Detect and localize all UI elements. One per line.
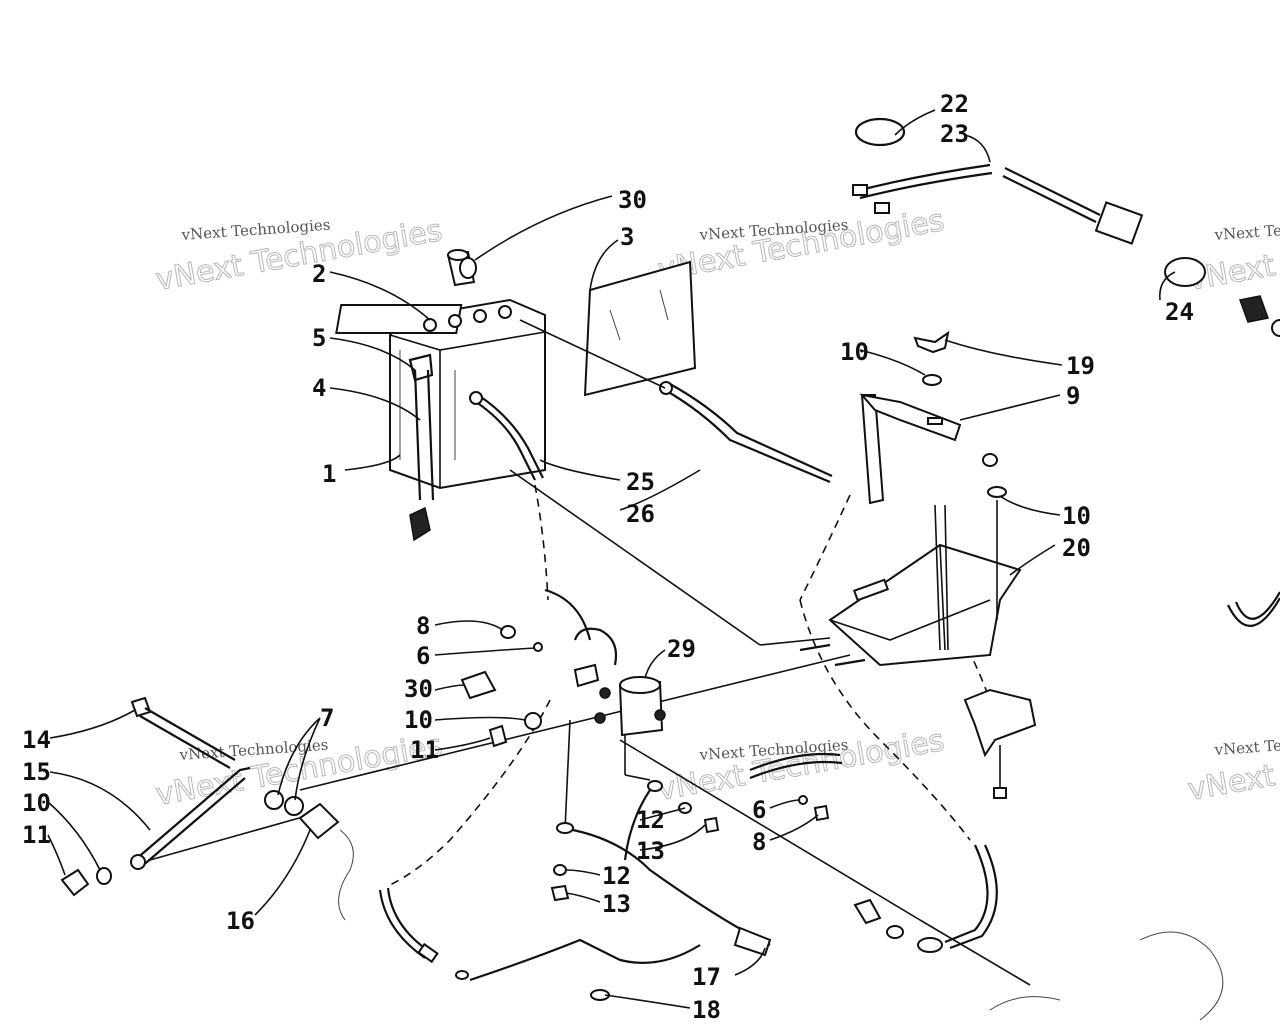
callout-12-upper: 12 [636,806,665,834]
battery [335,298,546,490]
callout-17: 17 [692,963,721,991]
callout-1: 1 [322,460,336,488]
ground-cable [853,844,1224,1021]
callout-labels: 30 3 2 5 4 1 25 26 22 23 24 10 19 9 10 2… [22,90,1194,1024]
callout-3: 3 [620,223,634,251]
leader-lines [47,109,1176,1009]
callout-8-left: 8 [416,612,430,640]
right-edge-parts [1227,319,1280,627]
bracket [859,330,962,505]
callout-25: 25 [626,468,655,496]
callout-2: 2 [312,260,326,288]
callout-5: 5 [312,324,326,352]
solenoid [460,588,666,831]
callout-10-tray: 10 [1062,502,1091,530]
watermark-large-4: vNext Technologies [655,723,947,808]
callout-14: 14 [22,726,51,754]
callout-26: 26 [626,500,655,528]
callout-30-lower: 30 [404,675,433,703]
callout-13-upper: 13 [636,837,665,865]
callout-15: 15 [22,758,51,786]
callout-29: 29 [667,635,696,663]
callout-16: 16 [226,907,255,935]
pad-shine-2 [659,289,669,321]
watermark-small-6: vNext Technologies [1213,731,1280,759]
callout-13-lower: 13 [602,890,631,918]
callout-6-left: 6 [416,642,430,670]
callout-8-right: 8 [752,828,766,856]
callout-23: 23 [940,120,969,148]
callout-12-lower: 12 [602,862,631,890]
battery-pad [583,260,697,397]
lower-leads [378,780,772,1001]
frame-lines [149,469,1031,986]
terminal-boot-top [446,249,477,287]
harness-upper [852,117,1270,323]
callout-7: 7 [320,704,334,732]
callout-10-bracket: 10 [840,338,869,366]
battery-cables [469,319,833,484]
callout-11-mid: 11 [410,736,439,764]
callout-30-top: 30 [618,186,647,214]
hold-down-strap [408,353,435,542]
callout-9: 9 [1066,382,1080,410]
callout-10-left: 10 [22,789,51,817]
battery-tray [828,453,1037,799]
left-linkage [60,696,354,921]
callout-19: 19 [1066,352,1095,380]
callout-22: 22 [940,90,969,118]
callout-4: 4 [312,374,326,402]
callout-18: 18 [692,996,721,1024]
callout-24: 24 [1165,298,1194,326]
callout-6-right: 6 [752,796,766,824]
watermark-large-2: vNext Technologies [655,203,947,288]
callout-11-left: 11 [22,821,51,849]
watermark-small-5: vNext Technologies [1213,216,1280,244]
watermark-large-6: vNext Technologies [1185,723,1280,808]
pad-shine [609,309,621,341]
callout-20: 20 [1062,534,1091,562]
callout-10-mid: 10 [404,706,433,734]
